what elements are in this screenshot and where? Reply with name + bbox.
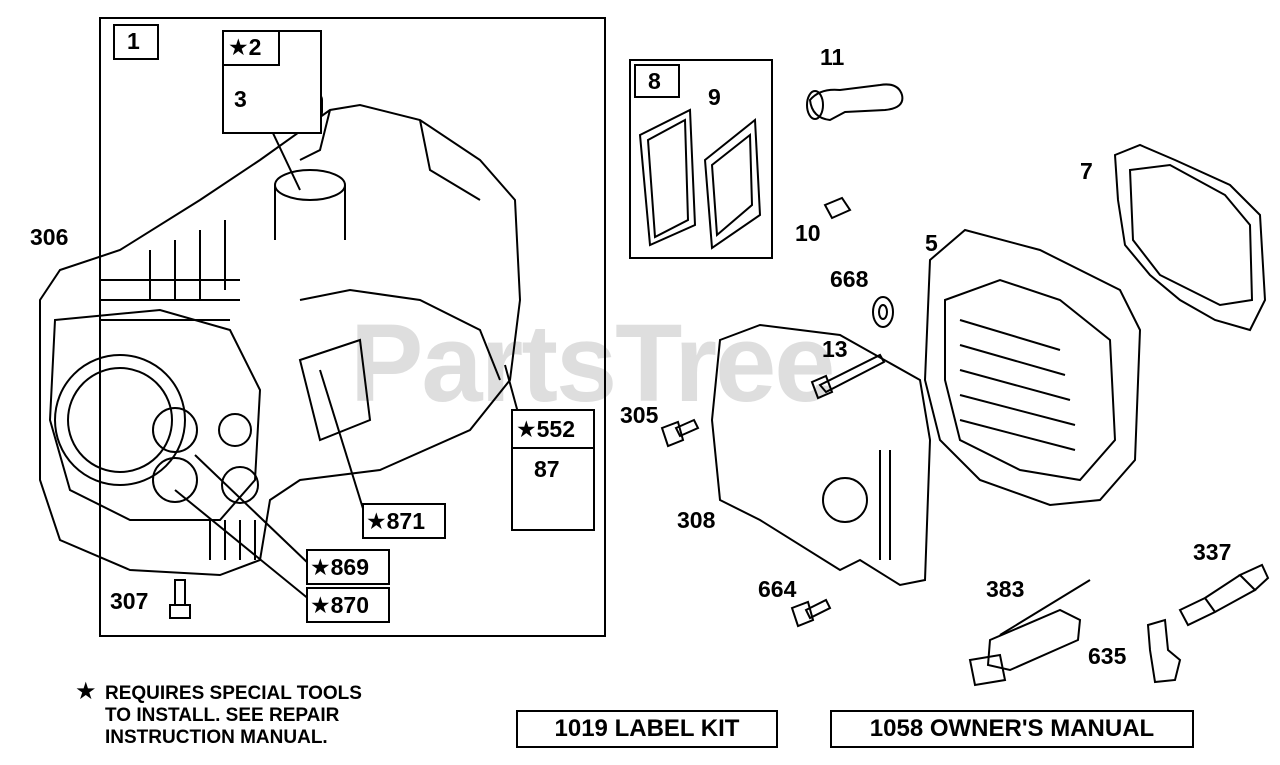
label-635: 635 xyxy=(1088,643,1127,669)
special-tools-footnote: ★ REQUIRES SPECIAL TOOLS TO INSTALL. SEE… xyxy=(75,678,362,749)
label-869-text: 869 xyxy=(330,554,369,580)
label-870-text: 870 xyxy=(330,592,369,618)
label-552-text: 552 xyxy=(536,416,575,442)
label-308: 308 xyxy=(677,507,716,533)
label-1: 1 xyxy=(127,28,140,54)
group-box-8 xyxy=(629,59,773,259)
footnote-line-2: TO INSTALL. SEE REPAIR xyxy=(105,705,340,726)
label-383: 383 xyxy=(986,576,1025,602)
label-305: 305 xyxy=(620,402,659,428)
label-870: 870 xyxy=(310,594,369,617)
owners-manual-box: 1058 OWNER'S MANUAL xyxy=(830,710,1194,748)
shield-308 xyxy=(710,323,932,587)
label-kit-box: 1019 LABEL KIT xyxy=(516,710,778,748)
watermark: PartsTree xyxy=(350,302,835,425)
label-552: 552 xyxy=(516,418,575,441)
star-icon: ★ xyxy=(75,678,97,705)
cylinder-block xyxy=(39,103,522,577)
label-668: 668 xyxy=(830,266,869,292)
label-871-text: 871 xyxy=(386,508,425,534)
label-871: 871 xyxy=(366,510,425,533)
cylinder-head-5 xyxy=(923,228,1142,507)
label-8: 8 xyxy=(648,68,661,94)
label-5: 5 xyxy=(925,230,938,256)
tool-383 xyxy=(986,608,1082,672)
label-11: 11 xyxy=(820,44,845,70)
callout-box-1 xyxy=(113,24,159,60)
label-337: 337 xyxy=(1193,539,1232,565)
footnote-line-3: INSTRUCTION MANUAL. xyxy=(105,727,328,748)
label-3: 3 xyxy=(234,86,247,112)
label-7: 7 xyxy=(1080,158,1093,184)
label-307: 307 xyxy=(110,588,149,614)
label-2: 2 xyxy=(228,34,262,60)
label-9: 9 xyxy=(708,84,721,110)
callout-box-8 xyxy=(634,64,680,98)
label-10: 10 xyxy=(795,220,821,246)
footnote-line-1: ★ REQUIRES SPECIAL TOOLS xyxy=(75,678,362,705)
head-gasket-7 xyxy=(1113,143,1267,332)
breather-tube-11 xyxy=(808,83,904,122)
label-87: 87 xyxy=(534,456,560,482)
label-869: 869 xyxy=(310,556,369,579)
label-13: 13 xyxy=(822,336,848,362)
label-306: 306 xyxy=(30,224,69,250)
bolt-307 xyxy=(169,579,191,619)
group-box-1 xyxy=(99,17,606,637)
footnote-line-1-text: REQUIRES SPECIAL TOOLS xyxy=(105,683,362,704)
label-664: 664 xyxy=(758,576,797,602)
spark-plug-337 xyxy=(1178,563,1270,627)
label-2-text: 2 xyxy=(248,34,262,60)
